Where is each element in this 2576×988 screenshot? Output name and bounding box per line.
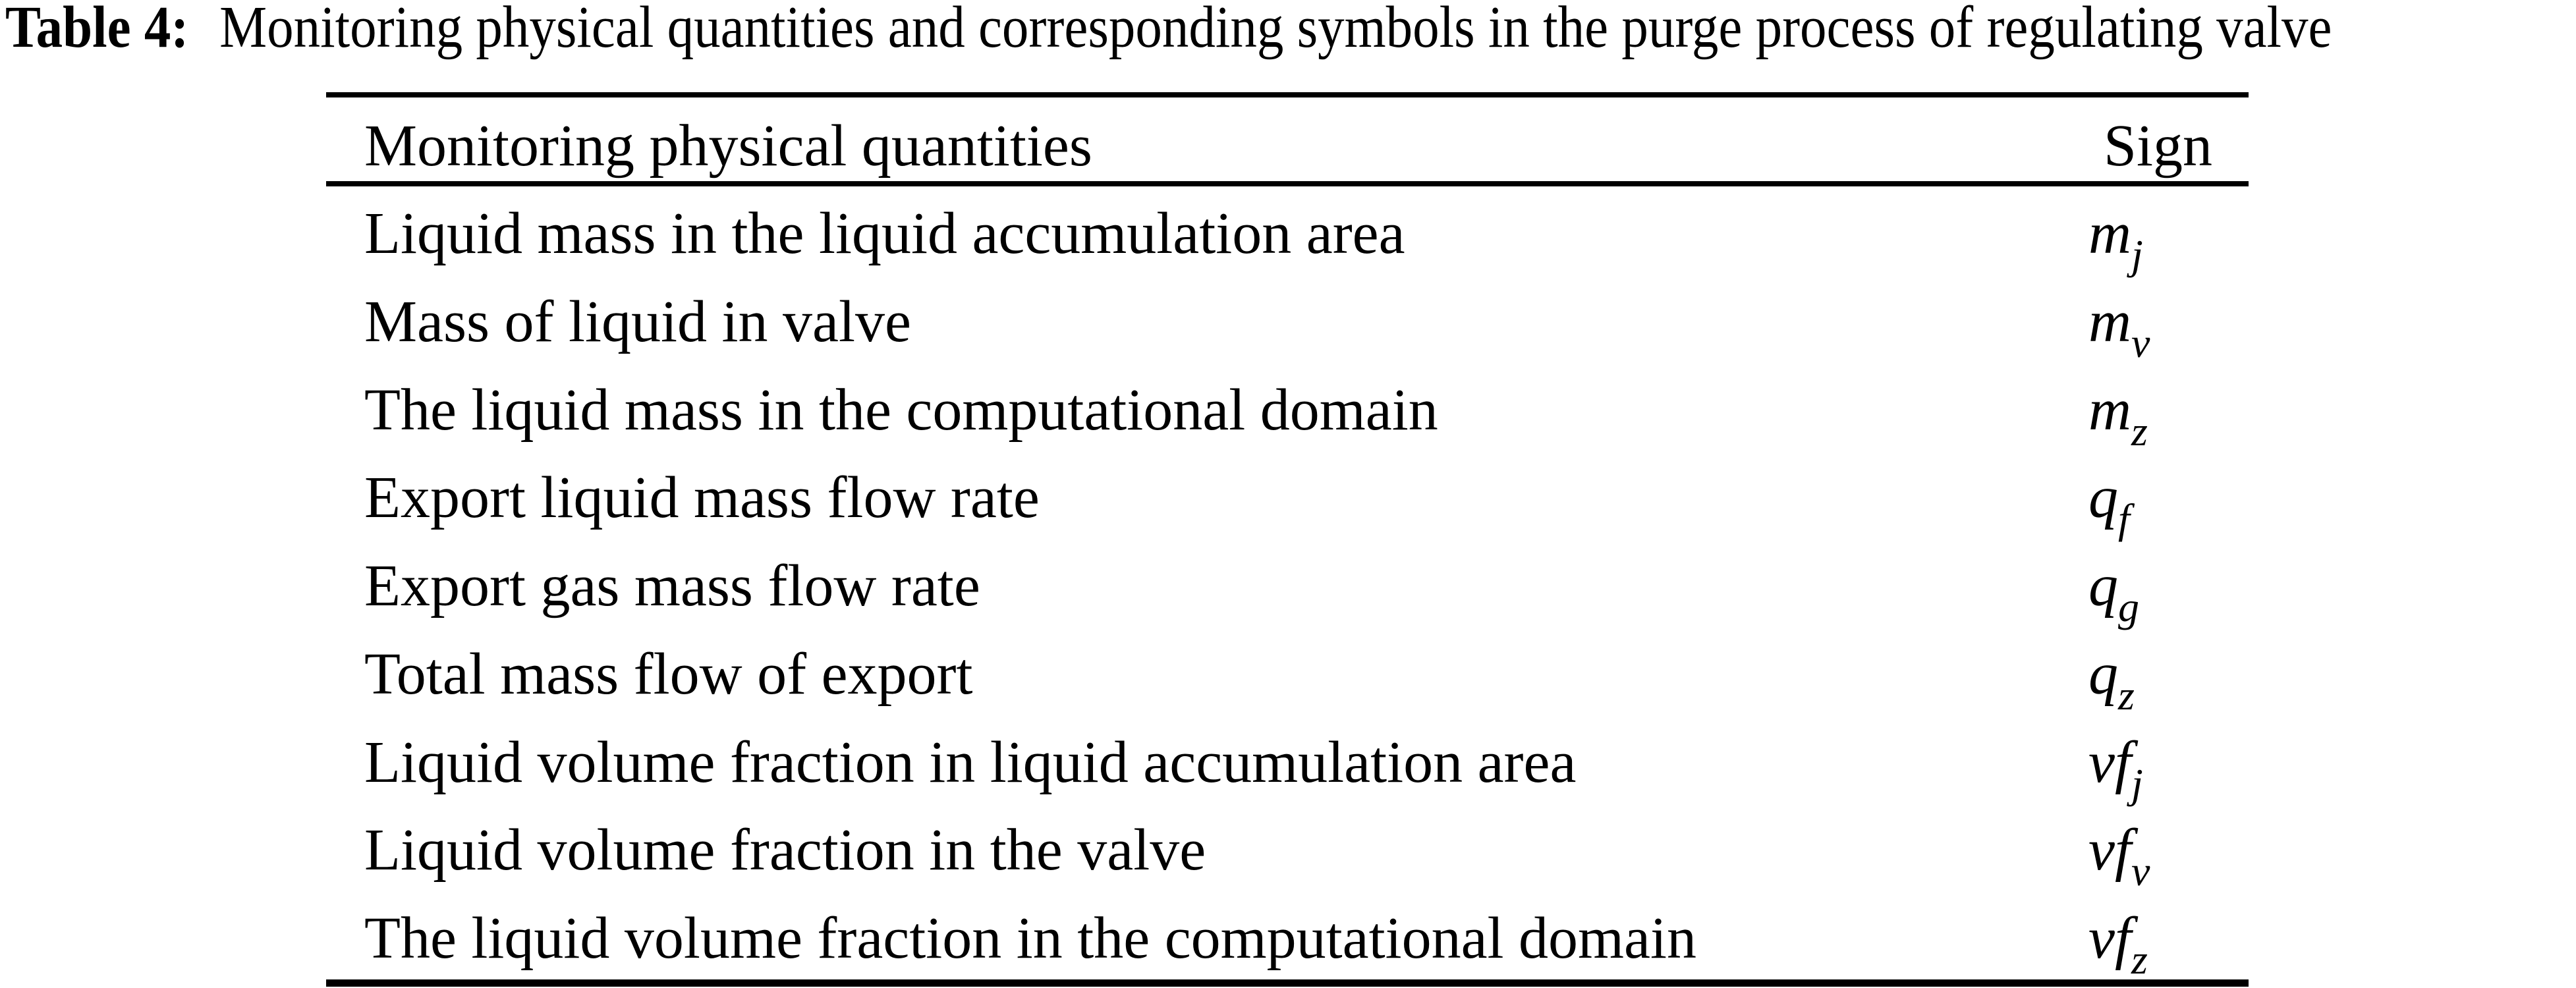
table-header-row: Monitoring physical quantities Sign	[326, 97, 2249, 186]
sign-symbol: vf	[2088, 817, 2131, 883]
table-row: The liquid volume fraction in the comput…	[326, 891, 2249, 983]
sign-cell: qz	[2088, 640, 2249, 719]
sign-subscript: j	[2131, 231, 2143, 278]
sign-subscript: j	[2131, 759, 2143, 807]
caption-text: Monitoring physical quantities and corre…	[219, 0, 2332, 60]
sign-subscript: z	[2131, 936, 2148, 983]
sign-cell: mj	[2088, 200, 2249, 278]
quantity-cell: Mass of liquid in valve	[364, 288, 911, 354]
sign-symbol: vf	[2088, 906, 2131, 972]
quantity-cell: Liquid mass in the liquid accumulation a…	[364, 201, 1405, 266]
sign-symbol: q	[2088, 465, 2118, 531]
sign-symbol: m	[2088, 288, 2131, 354]
sign-cell: vfz	[2088, 904, 2249, 983]
sign-symbol: q	[2088, 641, 2118, 707]
table-row: Mass of liquid in valve mv	[326, 275, 2249, 366]
table-row: Export gas mass flow rate qg	[326, 539, 2249, 630]
sign-subscript: g	[2118, 584, 2139, 631]
quantity-cell: The liquid volume fraction in the comput…	[364, 906, 1697, 972]
sign-subscript: z	[2131, 407, 2148, 454]
table-bottom-rule	[326, 979, 2249, 987]
sign-symbol: vf	[2088, 729, 2131, 795]
caption-label: Table 4:	[5, 0, 189, 60]
table-row: The liquid mass in the computational dom…	[326, 363, 2249, 454]
sign-cell: vfv	[2088, 816, 2249, 894]
sign-subscript: z	[2118, 671, 2135, 719]
column-header-quantities: Monitoring physical quantities	[364, 113, 1092, 178]
table-row: Export liquid mass flow rate qf	[326, 451, 2249, 542]
quantity-cell: Export gas mass flow rate	[364, 553, 980, 619]
symbols-table: Monitoring physical quantities Sign Liqu…	[326, 92, 2249, 987]
table-body: Liquid mass in the liquid accumulation a…	[326, 186, 2249, 983]
table-row: Liquid volume fraction in the valve vfv	[326, 803, 2249, 894]
sign-cell: mv	[2088, 288, 2249, 366]
table-row: Liquid mass in the liquid accumulation a…	[326, 186, 2249, 278]
quantity-cell: Export liquid mass flow rate	[364, 465, 1040, 531]
quantity-cell: Liquid volume fraction in the valve	[364, 817, 1206, 883]
table-caption: Table 4: Monitoring physical quantities a…	[5, 0, 2332, 61]
table-row: Liquid volume fraction in liquid accumul…	[326, 715, 2249, 807]
sign-cell: vfj	[2088, 728, 2249, 807]
sign-subscript: v	[2131, 319, 2150, 366]
sign-symbol: q	[2088, 553, 2118, 619]
sign-cell: qf	[2088, 464, 2249, 542]
quantity-cell: Liquid volume fraction in liquid accumul…	[364, 729, 1577, 795]
sign-subscript: v	[2131, 848, 2150, 895]
sign-cell: mz	[2088, 376, 2249, 454]
column-header-sign: Sign	[2104, 113, 2213, 178]
sign-symbol: m	[2088, 377, 2131, 443]
table-row: Total mass flow of export qz	[326, 627, 2249, 719]
sign-subscript: f	[2118, 495, 2130, 543]
table-top-rule	[326, 92, 2249, 97]
quantity-cell: Total mass flow of export	[364, 641, 973, 707]
sign-cell: qg	[2088, 552, 2249, 630]
quantity-cell: The liquid mass in the computational dom…	[364, 377, 1438, 443]
sign-symbol: m	[2088, 201, 2131, 266]
